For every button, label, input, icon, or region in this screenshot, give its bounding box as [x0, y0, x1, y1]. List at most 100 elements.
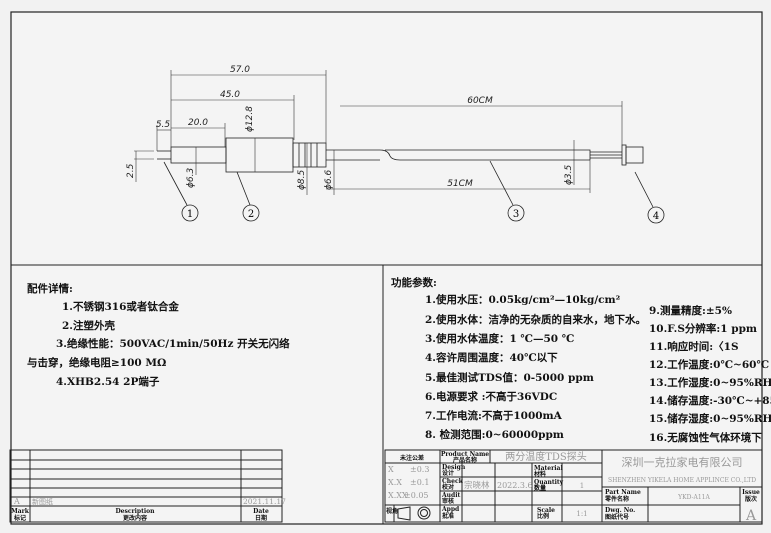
- part-name-value: YKD-A11A: [677, 494, 710, 501]
- title-block: [384, 449, 763, 523]
- parts-item: 2.注塑外壳: [62, 319, 115, 332]
- dim-dia-cable: ϕ3.5: [564, 164, 574, 185]
- header-mark-en: Mark: [11, 508, 30, 515]
- dim-pin-pitch: 2.5: [126, 163, 136, 178]
- probe-view: [157, 137, 644, 173]
- projection-label: 视角: [386, 507, 398, 515]
- revision-mark: A: [13, 497, 20, 506]
- balloon-leaders: [163, 160, 665, 224]
- svg-text:审核: 审核: [442, 497, 454, 505]
- product-name-label-cn: 产品名称: [453, 456, 477, 464]
- spec-item: 10.F.S分辨率:1 ppm: [649, 322, 757, 335]
- cable-nut: [292, 142, 327, 168]
- tolerance-title: 未注公差: [400, 454, 424, 462]
- spec-item: 16.无腐蚀性气体环境下: [649, 431, 762, 444]
- svg-text:±0.1: ±0.1: [410, 478, 429, 487]
- dim-tube: 20.0: [188, 118, 208, 128]
- revision-date: 2021.11.17: [243, 497, 286, 506]
- dim-cable-sheath: 51CM: [447, 179, 473, 189]
- scale-value: 1:1: [576, 510, 587, 518]
- spec-item: 9.测量精度:±5%: [649, 304, 732, 317]
- header-description-en: Description: [115, 508, 155, 515]
- scale-label-en: Scale: [537, 507, 555, 514]
- svg-text:Design: Design: [442, 464, 466, 471]
- specs-right: 9.测量精度:±5% 10.F.S分辨率:1 ppm 11.响应时间:〈1S 1…: [649, 304, 771, 444]
- projection-cone-icon: [397, 506, 411, 521]
- dwg-no-label-cn: 图纸代号: [605, 513, 629, 521]
- spec-item: 13.工作湿度:0~95%RH: [649, 376, 771, 389]
- spec-item: 7.工作电流:不高于1000mA: [425, 409, 563, 422]
- spec-item: 14.储存温度:-30℃~+85℃: [649, 394, 771, 407]
- spec-item: 3.使用水体温度：1 ℃—50 ℃: [425, 332, 575, 345]
- dim-tip: 5.5: [156, 120, 171, 130]
- spec-item: 4.容许周围温度：40℃以下: [425, 351, 558, 364]
- spec-item: 2.使用水体：洁净的无杂质的自来水，地下水。: [425, 313, 646, 326]
- header-date-en: Date: [253, 508, 269, 515]
- product-name: 两分温度TDS探头: [505, 450, 587, 463]
- quantity-label-en: Quantity: [534, 479, 564, 486]
- revision-description: 新图纸: [32, 497, 53, 506]
- svg-text:X.XX: X.XX: [388, 491, 408, 500]
- svg-text:±0.05: ±0.05: [404, 491, 429, 500]
- product-name-label-en: Product Name: [441, 451, 489, 458]
- company-name-en: SHENZHEN YIKELA HOME APPLINCE CO.,LTD: [608, 477, 756, 484]
- projection-circle-icon: [417, 506, 431, 520]
- svg-text:批准: 批准: [442, 512, 454, 520]
- drawing-frame: [10, 11, 763, 525]
- dimension-lines: [134, 70, 623, 195]
- quantity-value: 1: [580, 482, 584, 490]
- svg-text:±0.3: ±0.3: [410, 465, 429, 474]
- header-date-cn: 日期: [255, 514, 267, 522]
- header-description-cn: 更改内容: [123, 514, 147, 522]
- spec-item: 1.使用水压：0.05kg/cm²—10kg/cm²: [425, 293, 621, 306]
- spec-item: 8. 检测范围:0~60000ppm: [425, 428, 564, 441]
- drawn-by: 宗晓林: [464, 480, 490, 491]
- balloon-3: 3: [513, 209, 519, 220]
- svg-text:X.X: X.X: [388, 478, 402, 487]
- parts-item: 3.绝缘性能：500VAC/1min/50Hz 开关无闪络: [56, 337, 290, 350]
- issue-label-en: Issue: [742, 489, 760, 496]
- dim-overall: 57.0: [230, 65, 250, 75]
- tolerance-list: X ±0.3 X.X ±0.1 X.XX±0.05: [388, 465, 429, 500]
- spec-item: 15.储存湿度:0~95%RH: [649, 412, 771, 425]
- svg-text:校对: 校对: [442, 483, 454, 491]
- spec-item: 12.工作温度:0℃~60℃: [649, 358, 769, 371]
- material-label-cn: 材料: [533, 470, 546, 478]
- quantity-label-cn: 数量: [534, 484, 546, 492]
- specs-title: 功能参数:: [391, 276, 437, 289]
- parts-item: 与击穿，绝缘电阻≥100 MΩ: [27, 356, 166, 369]
- company-name-cn: 深圳一克拉家电有限公司: [622, 455, 743, 469]
- svg-text:Appd: Appd: [441, 506, 460, 513]
- issue-value: A: [745, 508, 757, 524]
- part-name-label-cn: 零件名称: [604, 495, 629, 503]
- cable: [326, 149, 591, 161]
- material-label-en: Material: [534, 465, 563, 472]
- parts-item: 1.不锈钢316或者钛合金: [62, 300, 179, 313]
- revision-table: [9, 449, 283, 523]
- balloon-1: 1: [187, 209, 193, 220]
- drawn-date: 2022.3.6: [497, 481, 533, 490]
- specs-left: 1.使用水压：0.05kg/cm²—10kg/cm² 2.使用水体：洁净的无杂质…: [425, 293, 646, 441]
- parts-title: 配件详情:: [27, 282, 73, 295]
- svg-text:Check: Check: [442, 478, 464, 485]
- dim-dia-nut: ϕ8.5: [297, 169, 307, 190]
- scale-label-cn: 比例: [537, 512, 549, 520]
- svg-text:X: X: [388, 465, 394, 474]
- svg-text:Audit: Audit: [441, 492, 460, 499]
- parts-item: 4.XHB2.54 2P端子: [56, 375, 160, 388]
- spec-item: 5.最佳测试TDS值：0-5000 ppm: [425, 371, 594, 384]
- header-mark-cn: 标记: [13, 514, 26, 522]
- dim-dia-body: ϕ12.8: [245, 106, 255, 132]
- spec-item: 6.电源要求 :不高于36VDC: [425, 390, 557, 403]
- dwg-no-label-en: Dwg. No.: [605, 507, 635, 514]
- issue-label-cn: 版次: [744, 495, 757, 503]
- balloon-2: 2: [248, 209, 254, 220]
- dim-dia-cable-root: ϕ6.6: [324, 169, 334, 190]
- spec-item: 11.响应时间:〈1S: [649, 340, 739, 353]
- connector-housing: [625, 146, 644, 164]
- part-name-label-en: Part Name: [605, 489, 641, 496]
- dim-dia-tube: ϕ6.3: [186, 167, 196, 188]
- dim-cable-total: 60CM: [467, 96, 493, 106]
